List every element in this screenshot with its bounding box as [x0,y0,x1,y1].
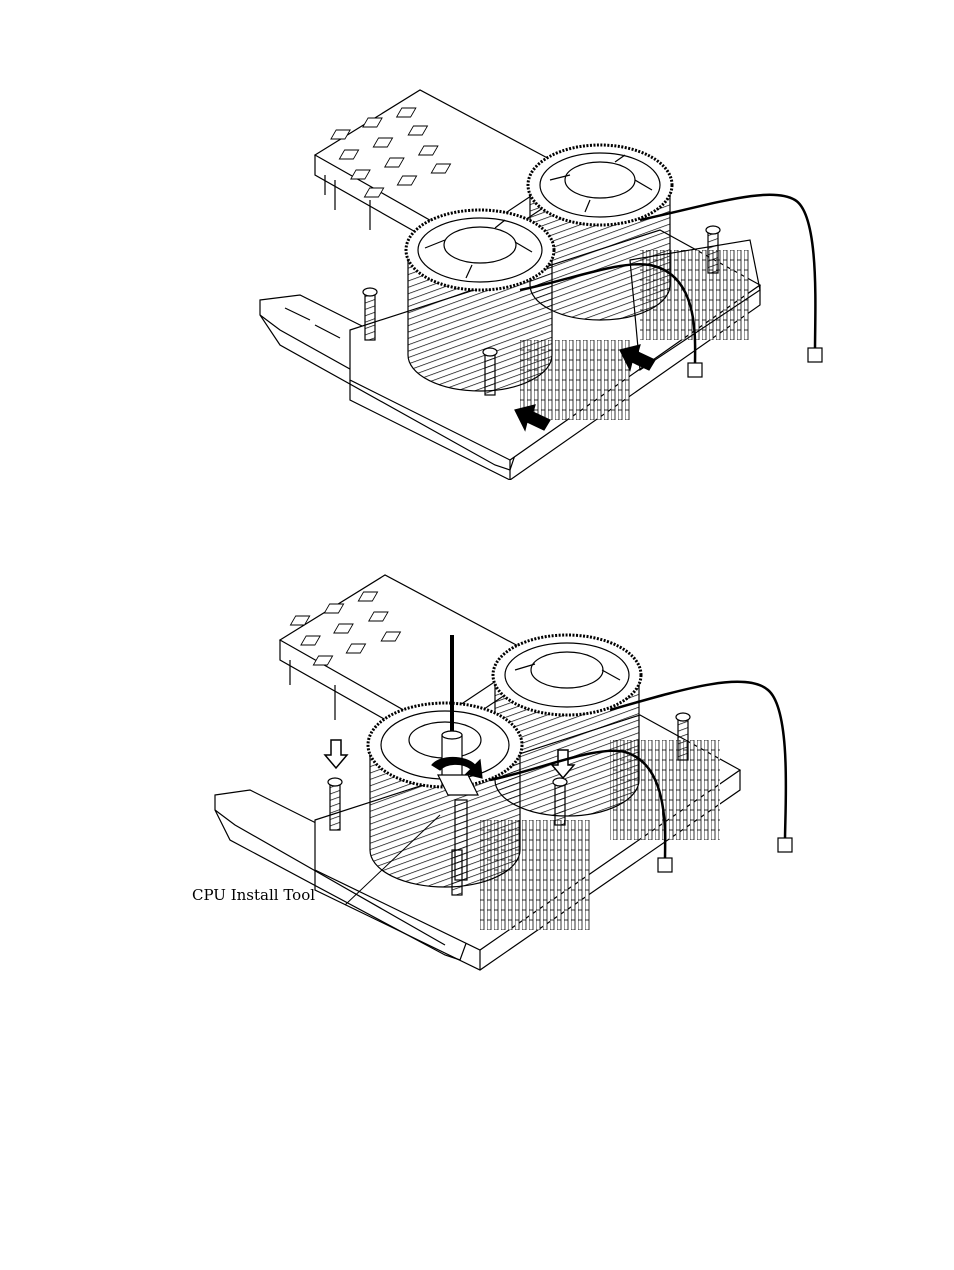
cpu-install-tool-label: CPU Install Tool [192,886,315,904]
cpu-module-illustration-tool [200,560,820,980]
cpu-module-illustration-insert [240,80,840,480]
fan-front [406,210,554,391]
fan-front [368,703,522,887]
